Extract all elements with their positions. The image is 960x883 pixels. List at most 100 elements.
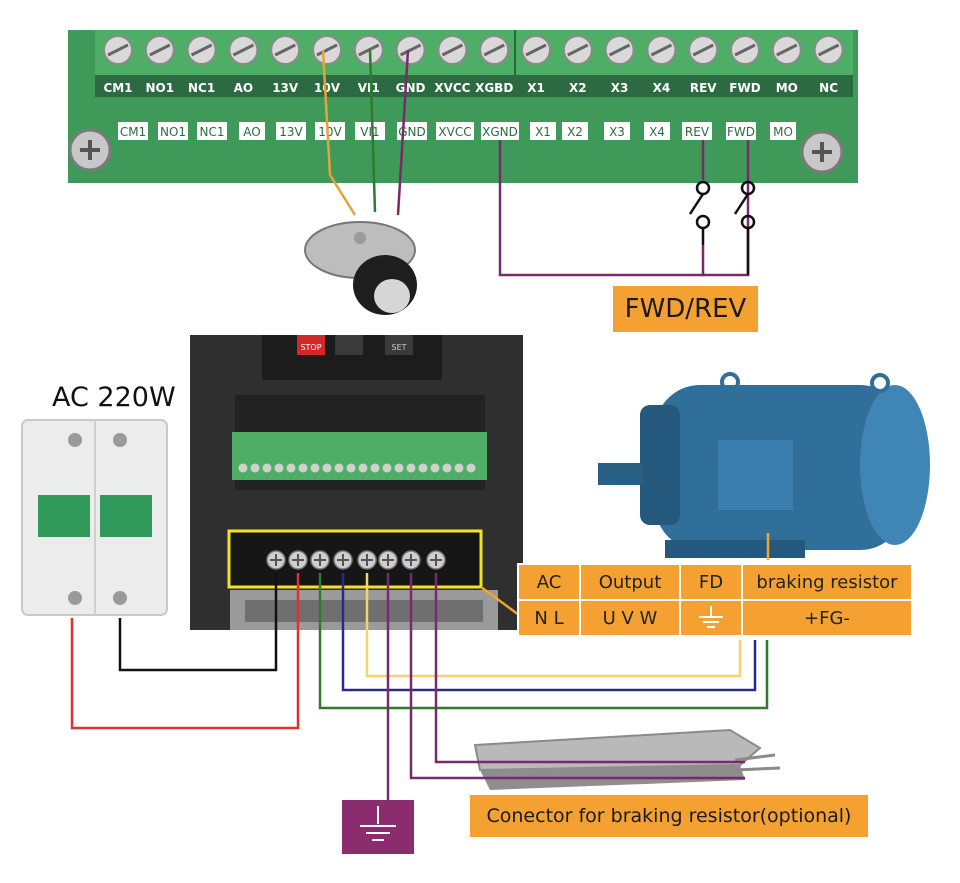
- screw-icon: [262, 463, 272, 473]
- screw-icon: [394, 463, 404, 473]
- screw-icon: [238, 463, 248, 473]
- screw-icon: [813, 35, 844, 65]
- screw-icon: [562, 35, 593, 65]
- lower-terminal-label: AO: [239, 122, 265, 140]
- screw-icon: [730, 35, 760, 65]
- screw-icon: [298, 463, 308, 473]
- lower-terminal-text: CM1: [120, 125, 146, 139]
- upper-terminal-label: MO: [776, 81, 798, 95]
- table-header-output: Output: [579, 563, 681, 601]
- lower-terminal-text: NO1: [160, 125, 186, 139]
- screw-icon: [771, 35, 802, 65]
- power-terminal-table: AC Output FD braking resistor N L U V W …: [517, 563, 913, 637]
- screw-icon: [322, 463, 332, 473]
- ac-power-title: AC 220W: [52, 382, 176, 413]
- lower-terminal-label: FWD: [726, 122, 756, 140]
- screw-icon: [406, 463, 416, 473]
- screw-icon: [426, 550, 446, 570]
- lower-terminal-text: X4: [649, 125, 665, 139]
- table-cell-braking: +FG-: [741, 599, 913, 637]
- upper-terminal-label: REV: [690, 81, 717, 95]
- table-header-braking: braking resistor: [741, 563, 913, 601]
- table-cell-ac: N L: [517, 599, 581, 637]
- upper-terminal-label: AO: [234, 81, 254, 95]
- screw-icon: [395, 35, 426, 65]
- screw-icon: [800, 130, 844, 174]
- screw-icon: [310, 550, 330, 570]
- screw-icon: [288, 550, 308, 570]
- screw-icon: [266, 550, 286, 570]
- lower-terminal-label: XVCC: [436, 122, 474, 140]
- potentiometer-icon: [304, 221, 417, 315]
- upper-terminal-label: XGBD: [475, 81, 513, 95]
- screw-icon: [228, 35, 259, 65]
- table-header-ac: AC: [517, 563, 581, 601]
- lower-terminal-text: VI1: [360, 125, 379, 139]
- screw-icon: [418, 463, 428, 473]
- upper-terminal-label: FWD: [729, 81, 760, 95]
- upper-terminal-label: NC: [819, 81, 838, 95]
- upper-terminal-label: NO1: [146, 81, 175, 95]
- lower-terminal-text: AO: [243, 125, 260, 139]
- screw-icon: [382, 463, 392, 473]
- breaker-icon: [21, 419, 168, 616]
- lower-terminal-text: FWD: [727, 125, 755, 139]
- screw-icon: [144, 35, 175, 65]
- screw-icon: [466, 463, 476, 473]
- lower-terminal-text: 13V: [279, 125, 303, 139]
- lower-terminal-text: X1: [535, 125, 551, 139]
- table-cell-fd: [679, 599, 743, 637]
- braking-resistor-label: Conector for braking resistor(optional): [470, 795, 868, 837]
- upper-terminal-label: NC1: [188, 81, 215, 95]
- drive-terminal-screws: [238, 463, 476, 473]
- terminal-screw-row: [103, 35, 844, 65]
- screw-icon: [401, 550, 421, 570]
- screw-icon: [646, 35, 677, 65]
- lower-terminal-label: MO: [770, 122, 796, 140]
- screw-icon: [688, 35, 719, 65]
- screw-icon: [334, 463, 344, 473]
- upper-terminal-label: XVCC: [434, 81, 470, 95]
- screw-icon: [353, 35, 384, 65]
- lower-terminal-text: XVCC: [438, 125, 471, 139]
- screw-icon: [442, 463, 452, 473]
- screw-icon: [346, 463, 356, 473]
- control-wires: [321, 49, 750, 277]
- upper-terminal-label: 13V: [272, 81, 299, 95]
- lower-terminal-label: 13V: [276, 122, 306, 140]
- motor-icon: [598, 372, 930, 558]
- lower-terminal-text: 10V: [318, 125, 342, 139]
- fwd-rev-label: FWD/REV: [613, 286, 758, 332]
- resistor-icon: [473, 728, 781, 790]
- lower-terminal-label: NC1: [197, 122, 227, 140]
- screw-icon: [370, 463, 380, 473]
- upper-terminal-label: X1: [527, 81, 545, 95]
- lower-terminal-label: X2: [562, 122, 588, 140]
- upper-terminal-label: 10V: [314, 81, 341, 95]
- lower-terminal-label: X4: [644, 122, 670, 140]
- power-terminal-screws: [266, 550, 446, 570]
- lower-terminal-label: X3: [604, 122, 630, 140]
- lower-terminal-text: REV: [685, 125, 710, 139]
- braking-resistor-text: Conector for braking resistor(optional): [486, 805, 852, 827]
- table-header-fd: FD: [679, 563, 743, 601]
- screw-icon: [358, 463, 368, 473]
- upper-terminal-label: GND: [396, 81, 426, 95]
- screw-icon: [521, 35, 551, 65]
- screw-icon: [312, 35, 342, 65]
- screw-icon: [286, 463, 296, 473]
- screw-icon: [378, 550, 398, 570]
- screw-icon: [310, 463, 320, 473]
- lower-terminal-text: X2: [567, 125, 583, 139]
- screw-icon: [604, 35, 635, 65]
- table-cell-output: U V W: [579, 599, 681, 637]
- lower-terminal-text: MO: [773, 125, 793, 139]
- upper-terminal-label: X3: [611, 81, 629, 95]
- screw-icon: [437, 35, 468, 65]
- lower-terminal-label: XGND: [481, 122, 519, 140]
- switch-icon: [688, 180, 756, 275]
- fwd-rev-text: FWD/REV: [624, 294, 747, 324]
